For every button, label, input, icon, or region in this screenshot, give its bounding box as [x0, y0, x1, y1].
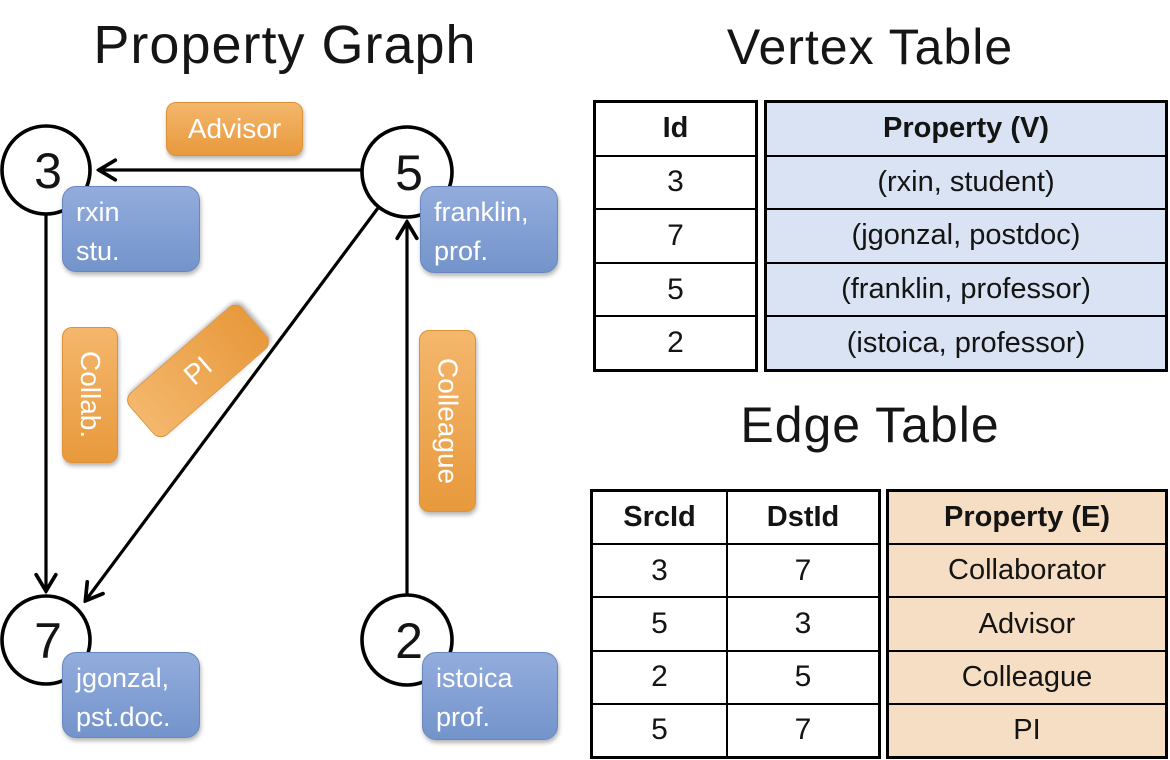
edge-dstid-cell: 7	[794, 713, 812, 747]
edge-table-row: 2 5	[593, 651, 878, 705]
node-property-line: rxin	[76, 197, 120, 227]
vertex-id-cell: 7	[667, 218, 684, 252]
node-id-5: 5	[395, 145, 423, 201]
edge-property-cell: Advisor	[978, 607, 1076, 640]
edge-label-advisor-text: Advisor	[187, 113, 282, 144]
node-property-line: prof.	[436, 702, 491, 732]
vertex-property-cell: (istoica, professor)	[846, 326, 1086, 359]
vertex-table-row: 3	[596, 157, 755, 211]
vertex-table-id-column: Id 3 7 5 2	[593, 100, 758, 372]
edge-property-cell: PI	[1013, 713, 1041, 746]
edge-label-advisor: Advisor	[166, 102, 303, 156]
vertex-table-header-row: Property (V)	[767, 103, 1165, 157]
edge-dstid-cell: 7	[794, 553, 812, 587]
edge-srcid-cell: 2	[593, 651, 728, 703]
vertex-table-title: Vertex Table	[726, 19, 1014, 75]
node-id-2: 2	[395, 613, 423, 669]
edge-label-pi-text: PI	[177, 350, 218, 392]
edge-table-title: Edge Table	[740, 397, 1000, 453]
vertex-property-cell: (jgonzal, postdoc)	[851, 219, 1081, 252]
vertex-table-row: 2	[596, 317, 755, 369]
node-property-line: prof.	[434, 236, 489, 266]
vertex-table-row: (rxin, student)	[767, 157, 1165, 211]
vertex-table-row: 5	[596, 264, 755, 318]
edge-dstid-cell: 3	[794, 607, 812, 640]
node-id-3: 3	[34, 143, 62, 199]
vertex-table-header-id: Id	[662, 112, 689, 145]
vertex-table-header-property: Property (V)	[883, 112, 1049, 145]
edge-label-collab-text: Collab.	[75, 351, 106, 439]
edge-table-row: PI	[889, 705, 1165, 756]
edge-label-collab: Collab.	[62, 327, 118, 463]
vertex-id-cell: 2	[667, 326, 684, 360]
edge-table-row: Advisor	[889, 598, 1165, 652]
node-property-box-3: rxin stu.	[62, 186, 200, 272]
node-property-line: pst.doc.	[76, 702, 171, 732]
node-property-box-7: jgonzal, pst.doc.	[62, 652, 200, 738]
vertex-table-header-row: Id	[596, 103, 755, 157]
node-property-line: jgonzal,	[76, 663, 170, 693]
vertex-table-row: (franklin, professor)	[767, 264, 1165, 318]
node-property-line: franklin,	[434, 197, 529, 227]
edge-property-cell: Collaborator	[948, 554, 1106, 587]
edge-table-header-dstid: DstId	[766, 501, 840, 534]
edge-property-cell: Colleague	[961, 660, 1093, 693]
vertex-id-cell: 3	[667, 165, 684, 199]
vertex-table-row: 7	[596, 210, 755, 264]
vertex-table-row: (jgonzal, postdoc)	[767, 210, 1165, 264]
node-property-line: istoica	[436, 663, 513, 693]
edge-srcid-cell: 5	[593, 598, 728, 650]
edge-table-header-srcid: SrcId	[593, 492, 728, 544]
node-property-box-2: istoica prof.	[422, 652, 558, 740]
vertex-property-cell: (franklin, professor)	[841, 273, 1091, 306]
edge-table-row: Colleague	[889, 652, 1165, 705]
vertex-table-row: (istoica, professor)	[767, 317, 1165, 369]
property-graph-title: Property Graph	[93, 15, 477, 75]
vertex-id-cell: 5	[667, 272, 684, 306]
edge-srcid-cell: 5	[593, 704, 728, 757]
node-property-box-5: franklin, prof.	[420, 186, 558, 273]
edge-table-id-columns: SrcId DstId 3 7 5 3 2 5 5 7	[590, 489, 881, 759]
vertex-property-cell: (rxin, student)	[877, 165, 1055, 198]
edge-table-property-column: Property (E) Collaborator Advisor Collea…	[886, 489, 1168, 759]
node-property-line: stu.	[76, 236, 120, 266]
edge-srcid-cell: 3	[593, 545, 728, 597]
edge-table-row: 5 3	[593, 598, 878, 652]
edge-table-row: Collaborator	[889, 545, 1165, 599]
edge-table-header-row: SrcId DstId	[593, 492, 878, 546]
edge-dstid-cell: 5	[794, 660, 812, 694]
edge-line-pi-5-to-7	[86, 207, 380, 600]
edge-table-header-property: Property (E)	[944, 501, 1110, 534]
edge-label-colleague: Colleague	[419, 330, 476, 512]
edge-table-header-row: Property (E)	[889, 492, 1165, 546]
vertex-table-property-column: Property (V) (rxin, student) (jgonzal, p…	[764, 100, 1168, 372]
edge-table-row: 3 7	[593, 545, 878, 599]
edge-label-colleague-text: Colleague	[432, 357, 464, 485]
node-id-7: 7	[34, 613, 62, 669]
edge-table-row: 5 7	[593, 704, 878, 757]
